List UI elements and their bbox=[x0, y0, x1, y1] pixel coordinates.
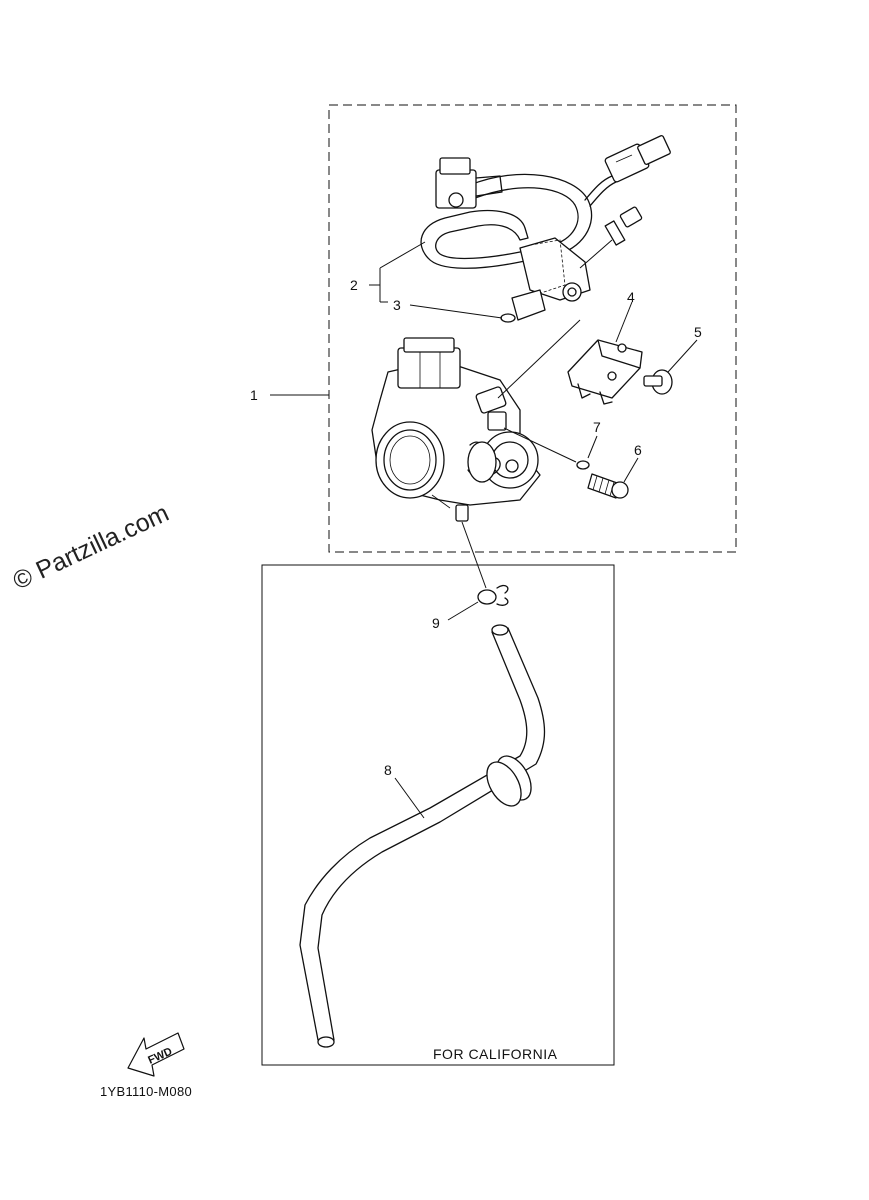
california-inset-box bbox=[261, 564, 615, 1066]
throttle-body-part bbox=[371, 337, 541, 522]
harness-bolt-part bbox=[604, 206, 643, 246]
callout-2: 2 bbox=[350, 277, 358, 293]
bracket-part bbox=[567, 339, 643, 405]
callout-4: 4 bbox=[627, 289, 635, 305]
hose-part bbox=[299, 624, 546, 1048]
callout-6: 6 bbox=[634, 442, 642, 458]
callout-5: 5 bbox=[694, 324, 702, 340]
callout-3: 3 bbox=[393, 297, 401, 313]
screw-part bbox=[643, 369, 673, 395]
adjusting-screw-part bbox=[587, 473, 629, 499]
clip-part bbox=[477, 584, 509, 606]
small-o-ring-part bbox=[576, 460, 590, 470]
leader-lines bbox=[270, 239, 698, 819]
callout-8: 8 bbox=[384, 762, 392, 778]
callout-7: 7 bbox=[593, 419, 601, 435]
fwd-arrow-icon: FWD bbox=[127, 1032, 185, 1077]
callout-1: 1 bbox=[250, 387, 258, 403]
watermark: © Partzilla.com bbox=[9, 499, 174, 596]
o-ring-part bbox=[500, 313, 516, 323]
california-caption: FOR CALIFORNIA bbox=[433, 1046, 558, 1062]
diagram-code: 1YB1110-M080 bbox=[100, 1084, 192, 1099]
callout-9: 9 bbox=[432, 615, 440, 631]
assembly-boundary bbox=[328, 104, 737, 553]
sensor-harness-part bbox=[420, 135, 671, 321]
